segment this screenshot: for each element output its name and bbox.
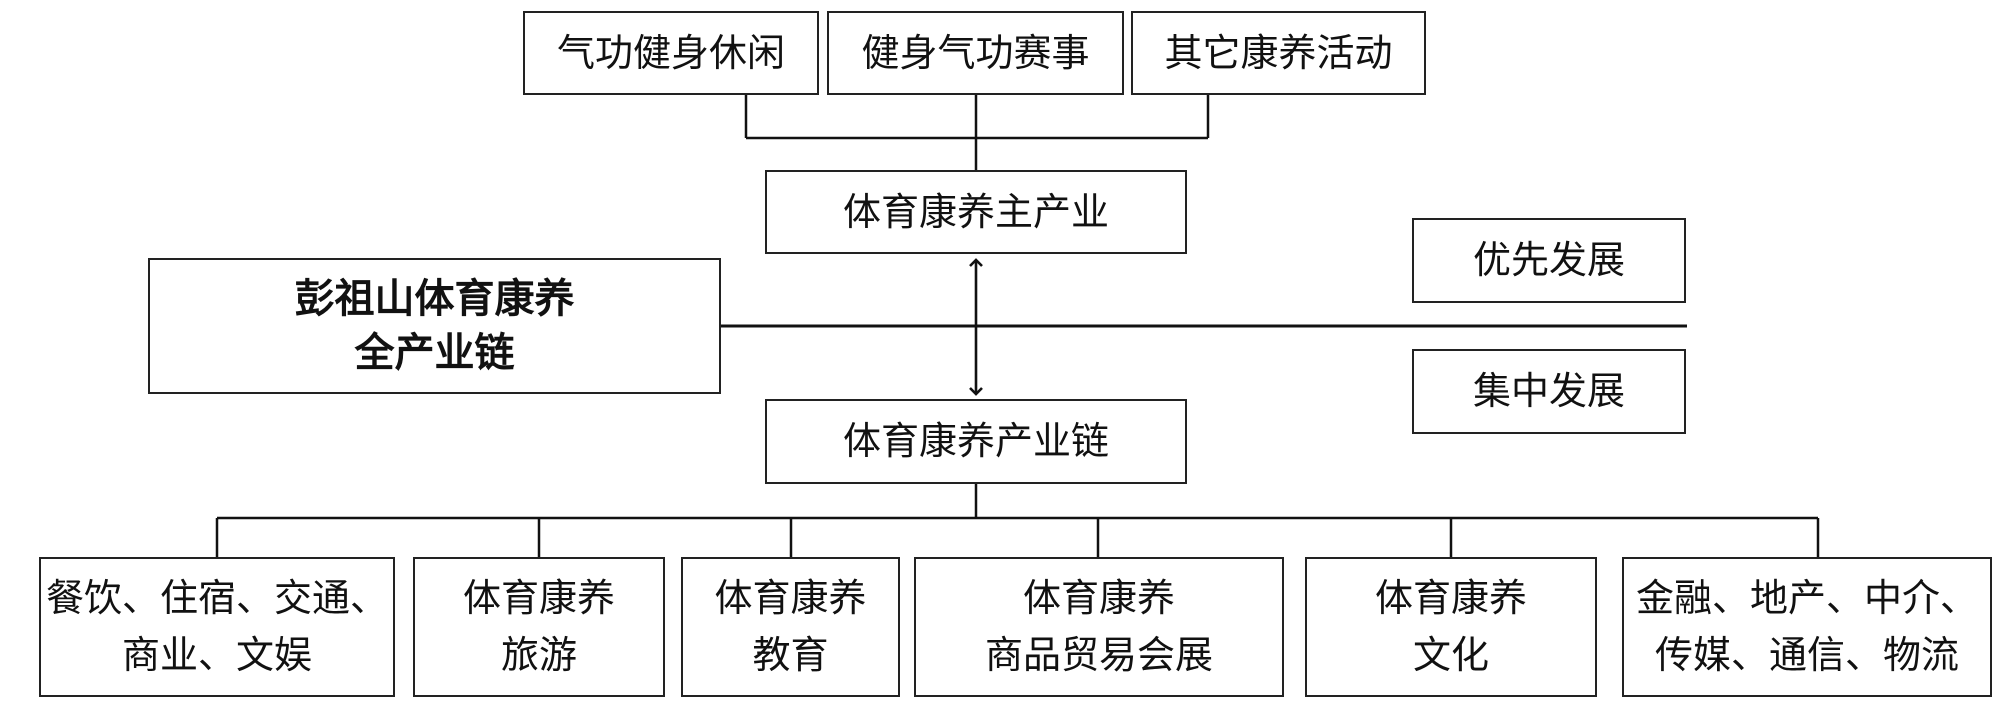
bottom-bracket	[215, 484, 1820, 557]
node-tourism: 体育康养 旅游	[413, 557, 665, 697]
node-qigong-events: 健身气功赛事	[827, 11, 1124, 95]
node-label-line-1: 体育康养	[714, 576, 867, 620]
node-label-line-1: 金融、地产、中介、	[1635, 576, 1978, 620]
node-label-line-1: 体育康养	[1022, 576, 1175, 620]
node-qigong-leisure: 气功健身休闲	[523, 11, 819, 95]
node-culture: 体育康养 文化	[1305, 557, 1597, 697]
node-label: 优先发展	[1472, 238, 1625, 282]
node-finance-logistics: 金融、地产、中介、 传媒、通信、物流	[1622, 557, 1992, 697]
node-label: 体育康养主产业	[842, 189, 1109, 234]
node-education: 体育康养 教育	[681, 557, 900, 697]
chain-title-line-1: 彭祖山体育康养	[294, 276, 575, 322]
node-label-line-1: 餐饮、住宿、交通、	[45, 576, 388, 620]
node-label: 其它康养活动	[1164, 30, 1393, 75]
node-label-line-2: 传媒、通信、物流	[1654, 633, 1959, 677]
node-label-line-2: 文化	[1412, 633, 1489, 677]
node-label: 体育康养产业链	[842, 419, 1109, 463]
node-label-line-1: 体育康养	[1374, 576, 1527, 620]
node-label-line-2: 旅游	[500, 633, 577, 677]
node-label-line-2: 商业、文娱	[121, 633, 312, 677]
node-industry-chain: 体育康养产业链	[765, 399, 1187, 484]
node-label-line-2: 教育	[752, 633, 829, 677]
node-label: 集中发展	[1472, 369, 1625, 413]
node-priority: 优先发展	[1412, 218, 1686, 303]
node-label-line-2: 商品贸易会展	[984, 633, 1213, 677]
node-other-activities: 其它康养活动	[1131, 11, 1426, 95]
node-trade-expo: 体育康养 商品贸易会展	[914, 557, 1284, 697]
node-chain-title: 彭祖山体育康养 全产业链	[148, 258, 721, 394]
chain-title-line-2: 全产业链	[354, 330, 515, 376]
node-label: 气功健身休闲	[556, 30, 785, 75]
node-label-line-1: 体育康养	[462, 576, 615, 620]
node-concentrated: 集中发展	[1412, 349, 1686, 434]
node-label: 健身气功赛事	[861, 30, 1090, 75]
top-bracket	[744, 94, 1210, 170]
node-main-industry: 体育康养主产业	[765, 170, 1187, 254]
node-catering-lodging: 餐饮、住宿、交通、 商业、文娱	[39, 557, 395, 697]
